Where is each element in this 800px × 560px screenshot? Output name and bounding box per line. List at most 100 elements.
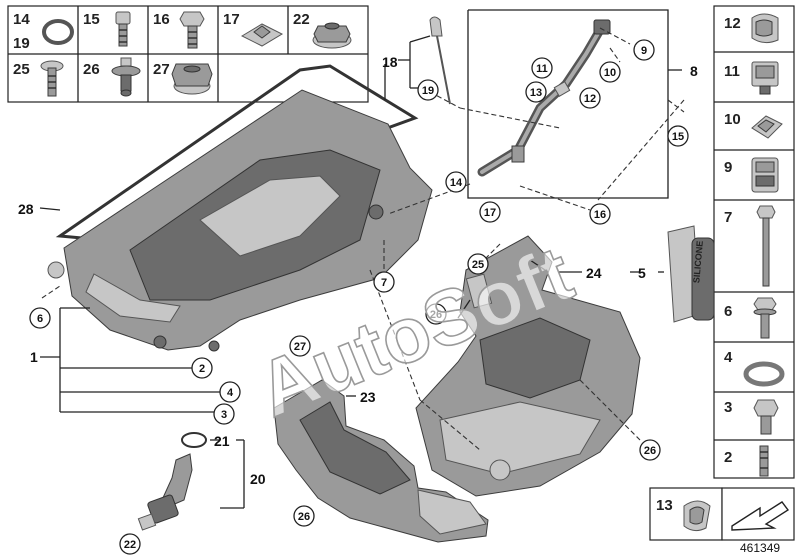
right-cell-10: 10: [724, 111, 783, 139]
cable-holder-icon: [751, 61, 779, 95]
underbody-shield: [415, 235, 641, 497]
svg-text:2: 2: [199, 363, 205, 375]
grid-label-22: 22: [293, 11, 310, 28]
callout-15: 15: [667, 125, 689, 147]
right-cell-7: 7: [724, 205, 776, 287]
callout-3: 3: [213, 403, 235, 425]
callout-19: 19: [417, 79, 439, 101]
dipstick: [429, 16, 451, 105]
flange-bolt-icon: [753, 297, 777, 339]
svg-text:7: 7: [381, 277, 387, 289]
grid-label-26: 26: [83, 61, 100, 78]
clip-nut-icon: [240, 23, 284, 47]
callout-23: 23: [360, 389, 376, 405]
svg-text:3: 3: [221, 409, 227, 421]
engine-cover: [273, 379, 489, 543]
grid-label-14: 14: [13, 11, 30, 28]
right-cell-2: 2: [724, 445, 769, 477]
stud-bolt-icon: [759, 445, 769, 477]
grid-cell-17: 17: [223, 11, 284, 47]
svg-text:11: 11: [536, 63, 548, 75]
callout-8: 8: [690, 63, 698, 79]
svg-text:17: 17: [484, 207, 496, 219]
sealant-label: SILICONE: [691, 240, 705, 283]
callout-7: 7: [373, 271, 395, 293]
svg-text:15: 15: [672, 131, 684, 143]
callout-24: 24: [586, 265, 602, 281]
callout-25: 25: [467, 253, 489, 275]
svg-text:22: 22: [124, 539, 136, 551]
callout-10: 10: [599, 61, 621, 83]
right-label-4: 4: [724, 349, 733, 366]
sensor-o-ring: [181, 432, 207, 448]
hose-clip-icon: [751, 13, 779, 44]
svg-text:26: 26: [298, 511, 310, 523]
callout-11: 11: [531, 57, 553, 79]
callout-4: 4: [219, 381, 241, 403]
grid-label-17: 17: [223, 11, 240, 28]
svg-text:12: 12: [584, 93, 596, 105]
hex-bolt-icon: [179, 11, 205, 49]
right-cell-11: 11: [724, 61, 779, 95]
sealant-tube: SILICONE: [667, 225, 715, 323]
callout-27: 27: [289, 335, 311, 357]
callout-17: 17: [479, 201, 501, 223]
right-label-3: 3: [724, 399, 732, 416]
right-label-2: 2: [724, 449, 732, 466]
svg-text:26: 26: [430, 309, 442, 321]
svg-text:19: 19: [422, 85, 434, 97]
bottom-label-13: 13: [656, 497, 673, 514]
large-hex-nut-icon: [171, 63, 213, 95]
right-label-12: 12: [724, 15, 741, 32]
clamp-clip-icon: [683, 500, 711, 532]
grid-cell-15: 15: [83, 11, 131, 47]
right-cell-4: 4: [724, 349, 785, 387]
dipstick-guide-tube: [477, 19, 611, 177]
arrow-icon: [731, 501, 790, 531]
callout-26-right: 26: [639, 439, 661, 461]
double-clip-icon: [751, 157, 779, 193]
clip-holder-icon: [751, 115, 783, 139]
callout-28: 28: [18, 201, 34, 217]
svg-text:10: 10: [604, 67, 616, 79]
svg-text:4: 4: [227, 387, 234, 399]
grid-label-19: 19: [13, 35, 30, 52]
sealing-ring-icon: [743, 361, 785, 387]
dipstick-assembly-box: [467, 9, 682, 199]
callout-14: 14: [445, 171, 467, 193]
right-cell-12: 12: [724, 13, 779, 44]
oil-pan: [47, 64, 433, 352]
socket-screw-icon: [115, 11, 131, 47]
leader-lines: [39, 35, 664, 509]
callout-26-lower: 26: [293, 505, 315, 527]
o-ring-icon: [42, 19, 74, 45]
callout-20: 20: [250, 471, 266, 487]
callout-13: 13: [525, 81, 547, 103]
svg-text:9: 9: [641, 45, 647, 57]
expanding-rivet-icon: [111, 57, 141, 97]
right-label-10: 10: [724, 111, 741, 128]
grid-cell-16: 16: [153, 11, 205, 49]
callout-9: 9: [633, 39, 655, 61]
callout-16: 16: [589, 203, 611, 225]
grid-cell-22: 22: [293, 11, 352, 49]
right-cell-3: 3: [724, 399, 779, 435]
svg-text:25: 25: [472, 259, 484, 271]
svg-text:26: 26: [644, 445, 656, 457]
svg-text:14: 14: [450, 177, 463, 189]
grid-cell-25: 25: [13, 60, 64, 97]
callout-1: 1: [30, 349, 38, 365]
right-label-11: 11: [724, 63, 740, 80]
flange-nut-icon: [312, 22, 352, 49]
svg-text:27: 27: [294, 341, 306, 353]
svg-text:16: 16: [594, 209, 606, 221]
grid-label-16: 16: [153, 11, 170, 28]
right-label-9: 9: [724, 159, 732, 176]
long-bolt-icon: [756, 205, 776, 287]
right-label-6: 6: [724, 303, 732, 320]
callout-21: 21: [214, 433, 230, 449]
callout-5: 5: [638, 265, 646, 281]
callouts: 28 14 18 19 11 9 10 13 12 8: [18, 39, 698, 555]
callout-6: 6: [29, 307, 51, 329]
